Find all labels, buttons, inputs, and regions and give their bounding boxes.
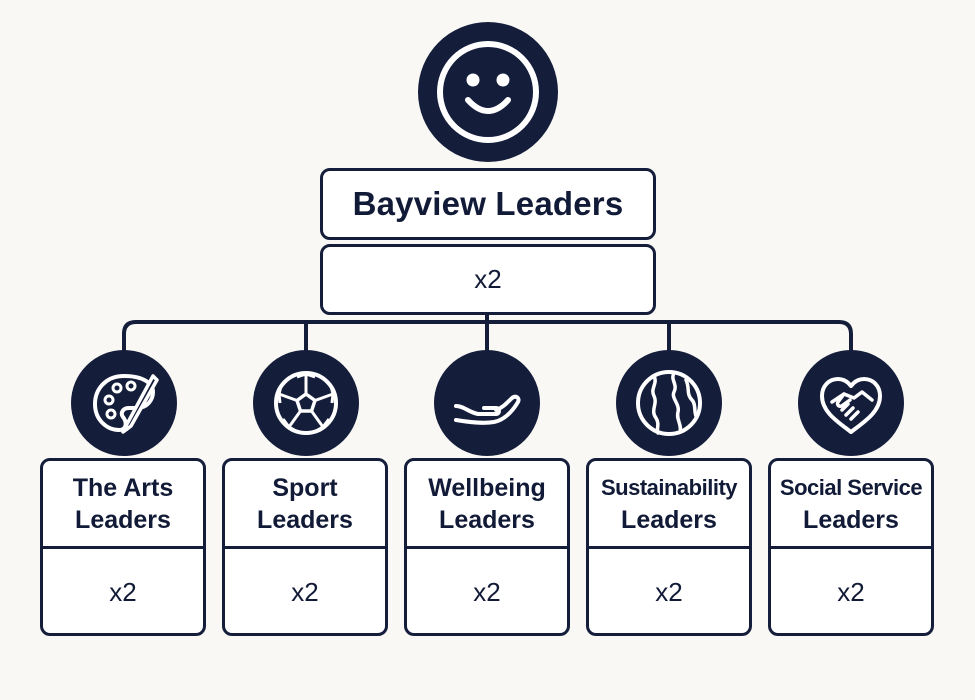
- group-title-line2: Leaders: [257, 505, 353, 534]
- group-count: x2: [291, 577, 319, 607]
- group-title: The Arts Leaders: [43, 461, 203, 549]
- group-count: x2: [655, 577, 683, 607]
- group-card-social-service: Social Service Leaders x2: [768, 458, 934, 636]
- group-title-line1: Sport: [272, 473, 338, 502]
- group-title: Wellbeing Leaders: [407, 461, 567, 549]
- group-count: x2: [837, 577, 865, 607]
- group-title: Sport Leaders: [225, 461, 385, 549]
- group-title-line1: Social Service: [779, 474, 923, 500]
- palette-icon: [93, 374, 159, 434]
- group-title: Sustainability Leaders: [589, 461, 749, 549]
- group-title-line2: Leaders: [803, 505, 899, 534]
- group-card-wellbeing: Wellbeing Leaders x2: [404, 458, 570, 636]
- root-count: x2: [474, 264, 502, 294]
- group-count: x2: [109, 577, 137, 607]
- group-card-sustainability: Sustainability Leaders x2: [586, 458, 752, 636]
- root-count-box: x2: [320, 244, 656, 315]
- root-icon-circle: [418, 22, 558, 162]
- group-title-line2: Leaders: [75, 505, 171, 534]
- group-card-sport: Sport Leaders x2: [222, 458, 388, 636]
- group-card-arts: The Arts Leaders x2: [40, 458, 206, 636]
- globe-icon: [636, 370, 702, 436]
- group-count: x2: [473, 577, 501, 607]
- group-title-line1: Sustainability: [600, 474, 738, 500]
- helping-hand-icon: [454, 394, 521, 425]
- wellbeing-icon-circle: [434, 350, 540, 456]
- root-title-box: Bayview Leaders: [320, 168, 656, 240]
- group-title-line2: Leaders: [621, 505, 717, 534]
- sport-icon-circle: [253, 350, 359, 456]
- group-title-line1: Wellbeing: [428, 473, 546, 502]
- smiley-face-icon: [437, 41, 539, 143]
- group-title-line2: Leaders: [439, 505, 535, 534]
- sustainability-icon-circle: [616, 350, 722, 456]
- arts-icon-circle: [71, 350, 177, 456]
- social-service-icon-circle: [798, 350, 904, 456]
- root-title: Bayview Leaders: [352, 185, 624, 222]
- group-title: Social Service Leaders: [771, 461, 931, 549]
- handshake-heart-icon: [820, 377, 882, 434]
- soccer-ball-icon: [274, 371, 338, 435]
- group-title-line1: The Arts: [72, 473, 174, 502]
